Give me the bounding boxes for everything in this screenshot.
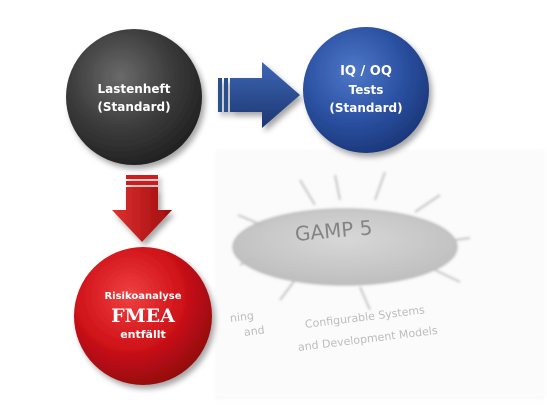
risiko-line2: FMEA — [111, 305, 175, 327]
risiko-node — [74, 247, 212, 385]
iq-oq-label: IQ / OQ Tests (Standard) — [306, 63, 426, 117]
iq-oq-line2: Tests — [348, 83, 384, 97]
gamp-label-left2: and — [243, 323, 266, 339]
gamp-ellipse — [232, 208, 458, 286]
lastenheft-node — [66, 29, 202, 165]
arrow-down — [112, 175, 172, 242]
risiko-label: Risikoanalyse FMEA entfällt — [83, 290, 203, 342]
arrow-right — [218, 62, 300, 128]
iq-oq-line3: (Standard) — [329, 101, 403, 115]
lastenheft-line1: Lastenheft — [97, 82, 171, 96]
spoke-arrows — [237, 171, 471, 311]
risiko-line1: Risikoanalyse — [104, 291, 182, 302]
lastenheft-line2: (Standard) — [97, 100, 171, 114]
iq-oq-node — [303, 27, 429, 153]
iq-oq-line1: IQ / OQ — [340, 64, 392, 79]
lastenheft-label: Lastenheft (Standard) — [74, 80, 194, 116]
background-gamp-diagram — [215, 150, 545, 400]
risiko-line3: entfällt — [120, 328, 166, 341]
